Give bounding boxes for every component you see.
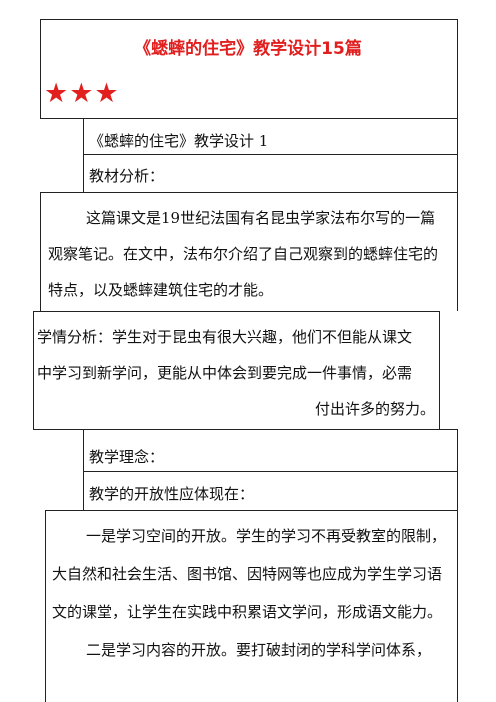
text-line: 付出许多的努力。 <box>314 400 435 418</box>
box-left-border <box>83 118 84 192</box>
frame-left-border <box>40 19 41 118</box>
box-right-border <box>457 429 458 510</box>
text-line: 观察笔记。在文中，法布尔介绍了自己观察到的蟋蟀住宅的 <box>48 245 439 263</box>
frame-right-border <box>457 19 458 118</box>
openness-heading: 教学的开放性应体现在： <box>89 485 255 503</box>
openness-paragraph: 一是学习空间的开放。学生的学习不再受教室的限制， 大自然和社会生活、图书馆、因特… <box>52 522 446 664</box>
concept-heading: 教学理念： <box>89 448 165 466</box>
divider-line <box>40 192 458 193</box>
divider-line <box>83 471 458 472</box>
divider-line <box>40 118 458 119</box>
text-line: 文的课堂，让学生在实践中积累语文学问，形成语文能力。 <box>52 603 443 621</box>
divider-line <box>33 311 440 312</box>
box-left-border <box>83 429 84 510</box>
frame-top-border <box>40 19 458 20</box>
text-line: 这篇课文是19世纪法国有名昆虫学家法布尔写的一篇 <box>86 209 436 227</box>
box-right-border <box>457 118 458 192</box>
box-right-border <box>457 510 458 702</box>
box-right-border <box>439 311 440 429</box>
material-paragraph: 这篇课文是19世纪法国有名昆虫学家法布尔写的一篇 观察笔记。在文中，法布尔介绍了… <box>48 204 438 304</box>
student-paragraph: 学情分析：学生对于昆虫有很大兴趣，他们不但能从课文 中学习到新学问，更能从中体会… <box>37 323 435 423</box>
text-line: 特点，以及蟋蟀建筑住宅的才能。 <box>48 281 274 299</box>
box-left-border <box>45 510 46 702</box>
box-left-border <box>33 311 34 429</box>
text-line: 大自然和社会生活、图书馆、因特网等也应成为学生学习语 <box>52 565 443 583</box>
text-line: 中学习到新学问，更能从中体会到要完成一件事情，必需 <box>37 364 413 382</box>
divider-line <box>83 154 458 155</box>
text-line: 二是学习内容的开放。要打破封闭的学科学问体系， <box>86 641 432 659</box>
document-title: 《蟋蟀的住宅》教学设计15篇 <box>134 39 362 59</box>
box-right-border <box>457 192 458 311</box>
divider-line <box>33 429 458 430</box>
text-line: 一是学习空间的开放。学生的学习不再受教室的限制， <box>86 527 447 545</box>
divider-line <box>45 510 458 511</box>
box-left-border <box>40 192 41 311</box>
section-subtitle: 《蟋蟀的住宅》教学设计 1 <box>89 132 269 150</box>
text-line: 学情分析：学生对于昆虫有很大兴趣，他们不但能从课文 <box>37 328 413 346</box>
star-rating: ★★★ <box>44 78 120 109</box>
material-heading: 教材分析： <box>89 167 165 185</box>
